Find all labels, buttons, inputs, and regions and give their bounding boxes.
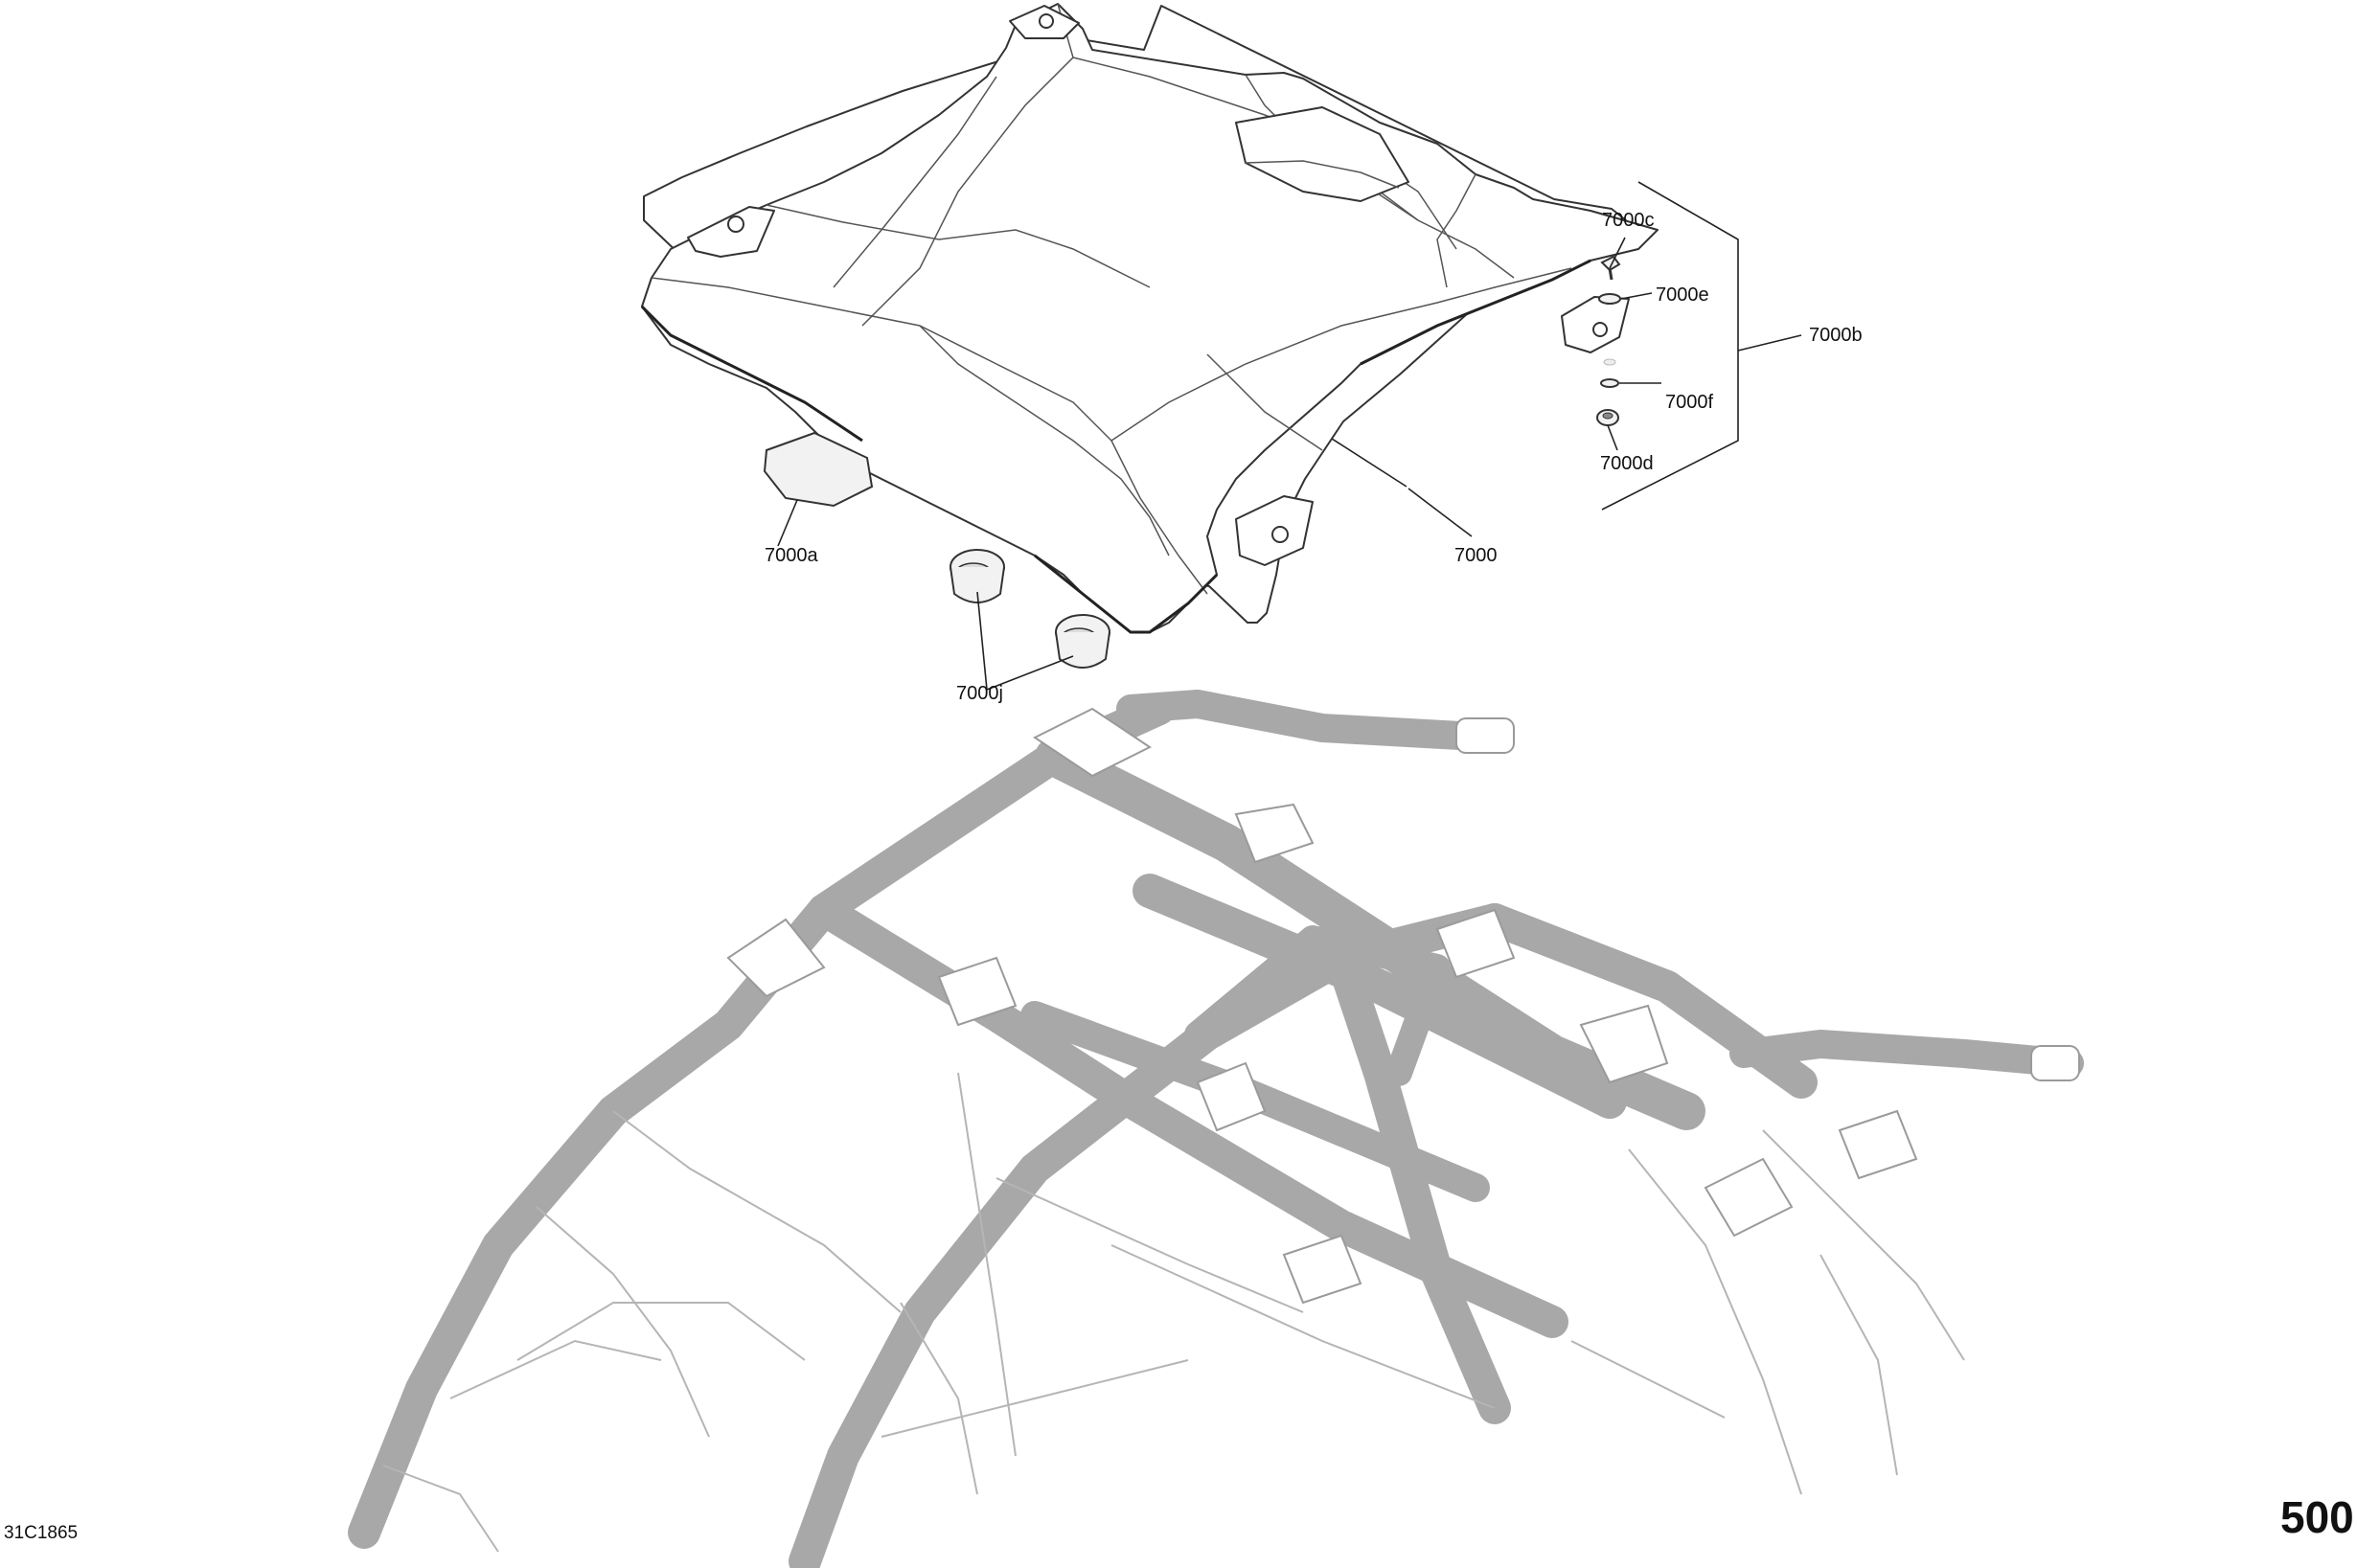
roof-panel <box>640 3 1659 634</box>
callout-7000: 7000 <box>1454 545 1498 566</box>
callout-7000j: 7000j <box>956 683 1003 704</box>
roll-cage-frame <box>348 690 2084 1568</box>
page-number: 500 <box>2280 1492 2354 1542</box>
callout-labels: 7000 7000a 7000b 7000c 7000d 7000e 7000f… <box>765 210 1863 704</box>
sleeve-parts <box>950 549 1110 669</box>
callout-7000b: 7000b <box>1809 325 1863 346</box>
callout-7000c: 7000c <box>1602 210 1655 231</box>
callout-7000d: 7000d <box>1600 453 1654 474</box>
callout-7000f: 7000f <box>1665 392 1713 413</box>
decal-part <box>763 431 874 508</box>
callout-7000e: 7000e <box>1656 284 1709 306</box>
drawing-id: 31C1865 <box>4 1523 78 1543</box>
leader-lines <box>777 181 1802 692</box>
callout-7000a: 7000a <box>765 545 818 566</box>
hardware-parts <box>1596 255 1621 426</box>
